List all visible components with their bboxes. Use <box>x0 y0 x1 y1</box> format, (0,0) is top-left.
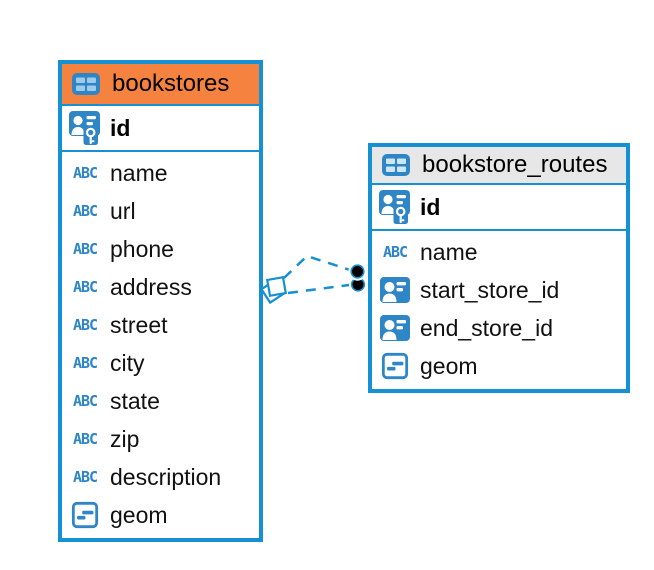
table-icon <box>69 71 103 97</box>
column-name: start_store_id <box>420 276 560 303</box>
abc-glyph: ABC <box>72 278 98 296</box>
text-column-icon: ABC <box>68 278 102 296</box>
foreign-key-icon <box>378 314 412 342</box>
relationship-target-marker <box>348 262 367 292</box>
text-column-icon: ABC <box>68 430 102 448</box>
table-header-bookstore-routes[interactable]: bookstore_routes <box>372 147 626 185</box>
relationship-line-lower[interactable] <box>287 283 350 295</box>
column-name: id <box>110 114 131 141</box>
table-node-bookstore-routes[interactable]: bookstore_routes id ABC <box>368 143 630 393</box>
text-column-icon: ABC <box>68 354 102 372</box>
abc-glyph: ABC <box>72 316 98 334</box>
text-column-icon: ABC <box>68 468 102 486</box>
geometry-column-icon <box>378 352 412 380</box>
column-name: phone <box>110 235 174 262</box>
column-row[interactable]: ABC state <box>62 382 259 420</box>
foreign-key-icon <box>378 276 412 304</box>
text-column-icon: ABC <box>378 243 412 261</box>
column-row[interactable]: ABC name <box>372 233 626 271</box>
table-node-bookstores[interactable]: bookstores id ABC <box>58 60 263 542</box>
column-row[interactable]: ABC description <box>62 458 259 496</box>
column-row[interactable]: ABC zip <box>62 420 259 458</box>
column-row[interactable]: ABC address <box>62 268 259 306</box>
column-name: address <box>110 273 192 300</box>
column-row[interactable]: geom <box>372 347 626 385</box>
column-row[interactable]: end_store_id <box>372 309 626 347</box>
abc-glyph: ABC <box>72 354 98 372</box>
text-column-icon: ABC <box>68 202 102 220</box>
abc-glyph: ABC <box>72 430 98 448</box>
column-name: street <box>110 311 168 338</box>
text-column-icon: ABC <box>68 240 102 258</box>
text-column-icon: ABC <box>68 316 102 334</box>
column-name: end_store_id <box>420 314 553 341</box>
column-name: url <box>110 197 136 224</box>
column-row[interactable]: start_store_id <box>372 271 626 309</box>
column-row[interactable]: ABC name <box>62 154 259 192</box>
primary-key-row[interactable]: id <box>62 106 259 152</box>
text-column-icon: ABC <box>68 392 102 410</box>
text-column-icon: ABC <box>68 164 102 182</box>
abc-glyph: ABC <box>382 243 408 261</box>
abc-glyph: ABC <box>72 392 98 410</box>
column-name: zip <box>110 425 140 452</box>
column-row[interactable]: ABC url <box>62 192 259 230</box>
primary-key-icon <box>378 189 412 225</box>
column-row[interactable]: ABC city <box>62 344 259 382</box>
column-row[interactable]: ABC street <box>62 306 259 344</box>
column-row[interactable]: geom <box>62 496 259 534</box>
column-name: state <box>110 387 160 414</box>
column-name: id <box>420 193 441 220</box>
column-name: description <box>110 463 222 490</box>
column-name: geom <box>110 501 168 528</box>
abc-glyph: ABC <box>72 240 98 258</box>
column-name: name <box>420 238 478 265</box>
column-name: city <box>110 349 145 376</box>
column-name: geom <box>420 352 478 379</box>
relationship-source-marker <box>259 275 288 305</box>
column-list: ABC name ABC url ABC phone ABC address A… <box>62 152 259 538</box>
relationship-line-upper[interactable] <box>283 254 351 279</box>
primary-key-row[interactable]: id <box>372 185 626 231</box>
geometry-column-icon <box>68 501 102 529</box>
table-name: bookstore_routes <box>422 151 608 178</box>
table-header-bookstores[interactable]: bookstores <box>62 64 259 106</box>
column-row[interactable]: ABC phone <box>62 230 259 268</box>
column-name: name <box>110 159 168 186</box>
table-name: bookstores <box>112 70 230 97</box>
primary-key-icon <box>68 110 102 146</box>
abc-glyph: ABC <box>72 468 98 486</box>
column-list: ABC name start_store_id <box>372 231 626 389</box>
abc-glyph: ABC <box>72 164 98 182</box>
table-icon <box>379 152 413 178</box>
abc-glyph: ABC <box>72 202 98 220</box>
